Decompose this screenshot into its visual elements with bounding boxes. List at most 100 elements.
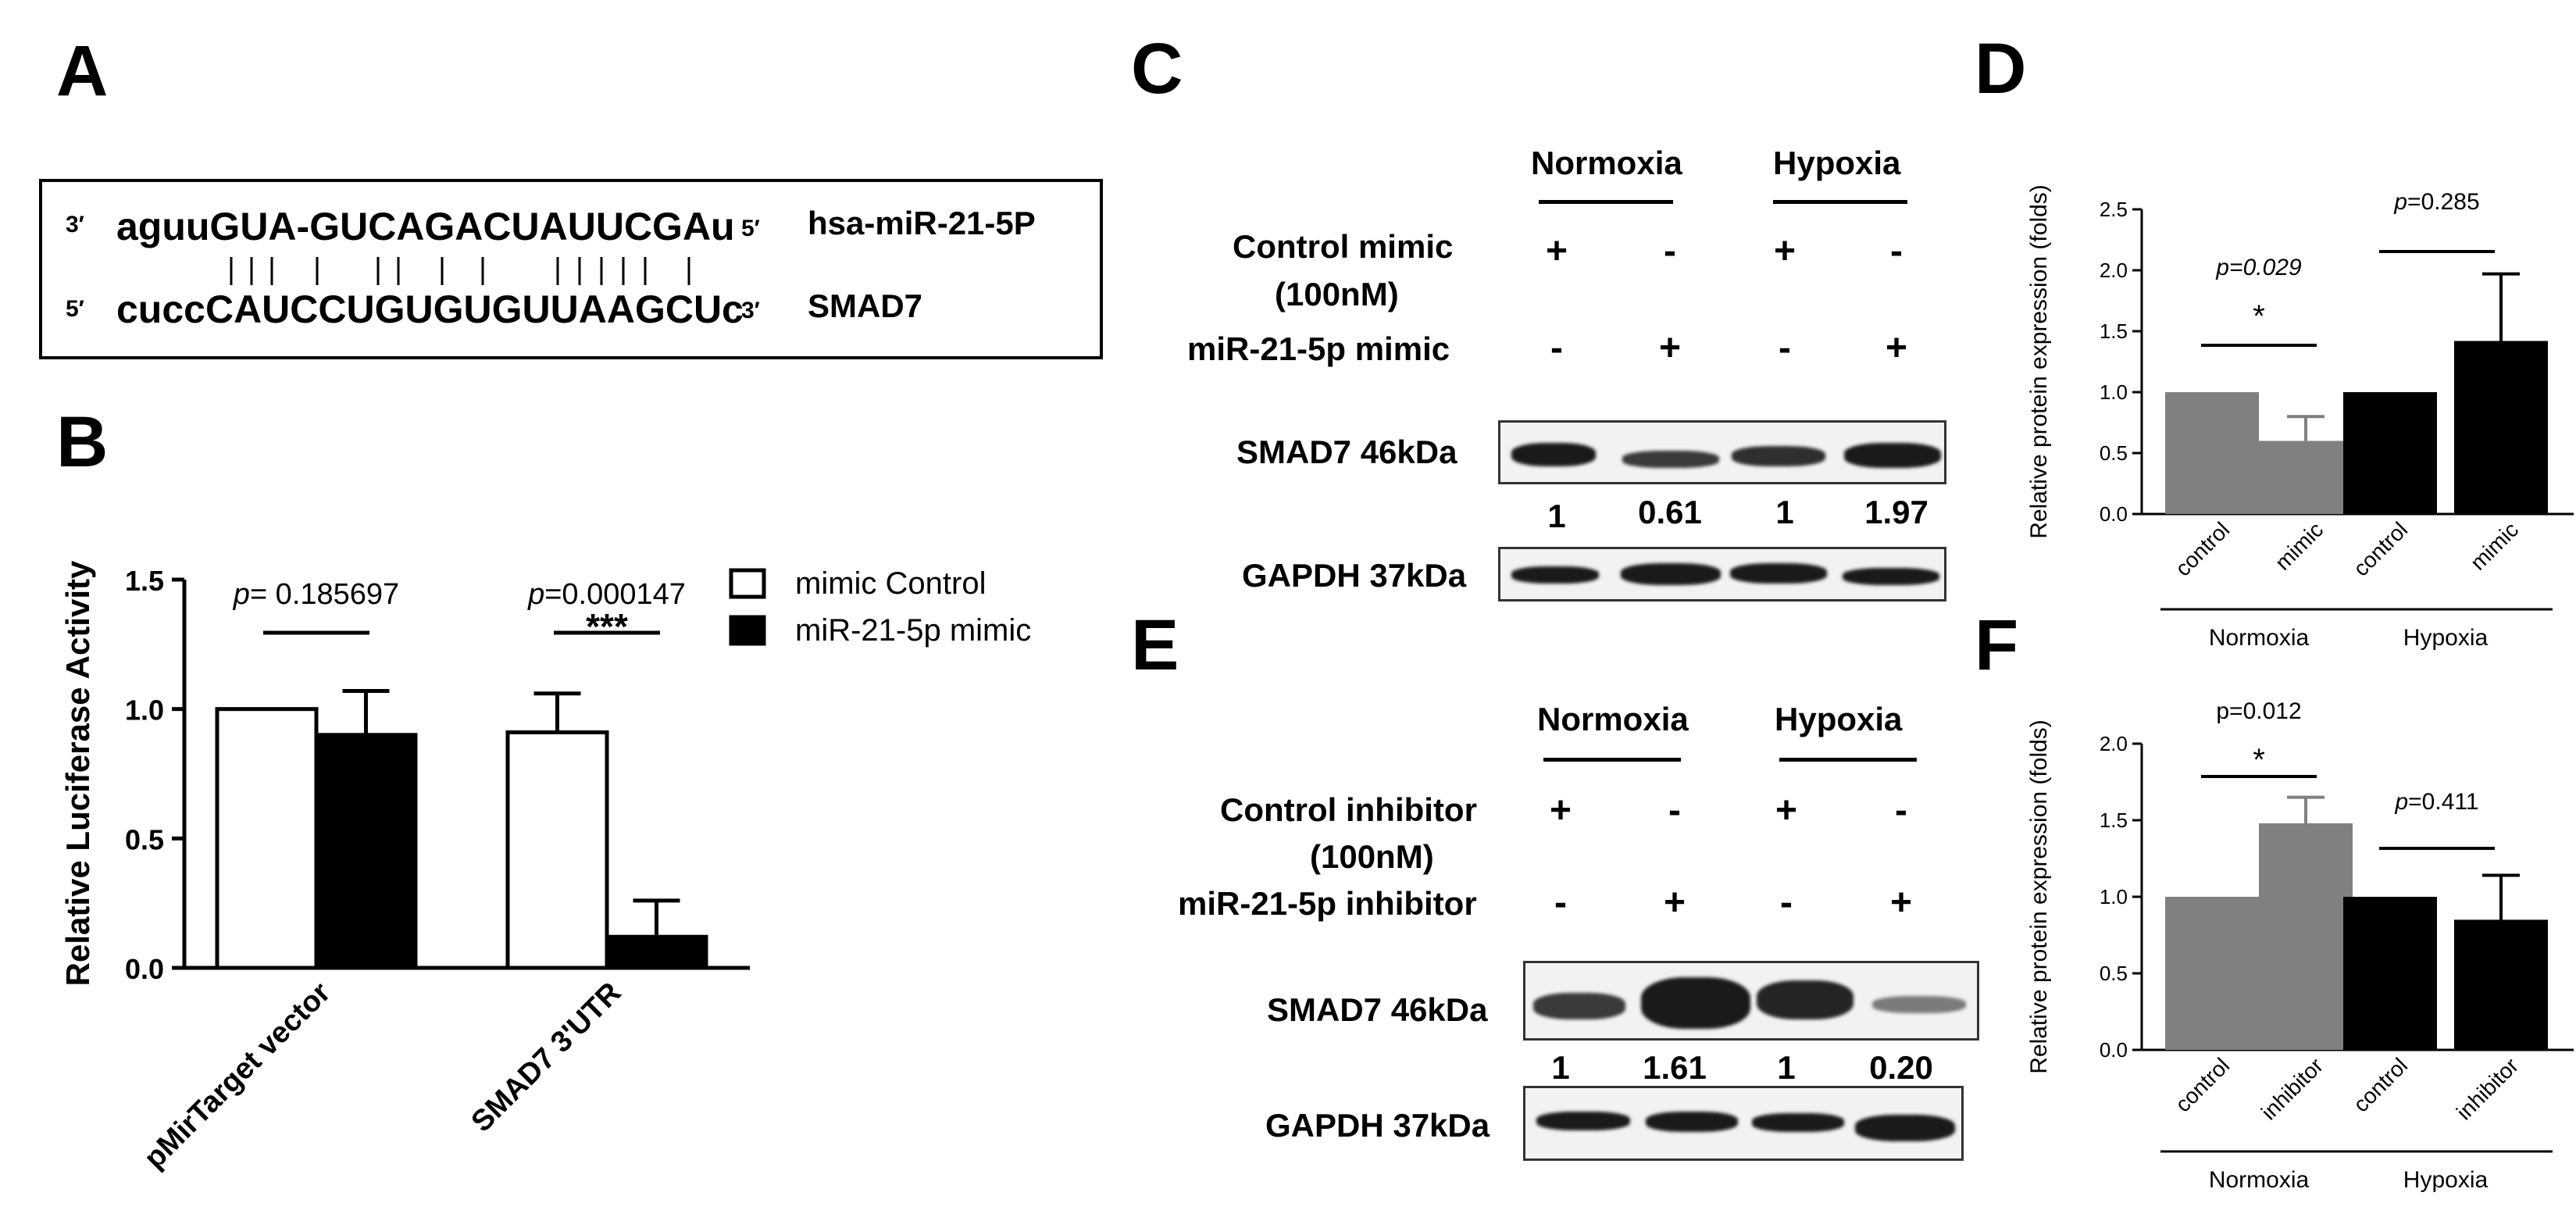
- y-tick-label: 0.0: [2100, 1038, 2128, 1062]
- bar: [314, 733, 418, 970]
- significance-stars: *: [2253, 743, 2265, 777]
- sign: -: [1895, 790, 1907, 831]
- y-tick-label: 1.0: [2100, 380, 2128, 404]
- legend-label: mimic Control: [795, 566, 986, 601]
- blot-smad7: [1498, 420, 1946, 484]
- y-tick-label: 0.5: [2100, 441, 2128, 465]
- target-sequence: cuccCAUCCUGUGUGUUAAGCUc: [116, 287, 744, 331]
- sign: +: [1658, 327, 1682, 369]
- bar: [2259, 823, 2353, 1050]
- sign: -: [1550, 327, 1563, 369]
- x-tick-label: SMAD7 3'UTR: [466, 976, 628, 1139]
- x-tick-label: control: [2171, 517, 2234, 580]
- x-tick-label: mimic: [2466, 517, 2524, 575]
- row-concentration: (100nM): [1310, 838, 1434, 875]
- y-tick-label: 1.5: [125, 565, 164, 597]
- bar: [505, 730, 609, 970]
- sign: -: [1664, 230, 1676, 272]
- panel-label-b: B: [56, 402, 109, 482]
- mirna-name: hsa-miR-21-5P: [808, 205, 1036, 241]
- group-label: Normoxia: [2209, 625, 2310, 651]
- bar: [605, 934, 708, 970]
- panel-label-e: E: [1131, 605, 1179, 685]
- prime-5-left: 5′: [66, 296, 84, 322]
- value: 1: [1777, 1049, 1796, 1086]
- sign: -: [1779, 327, 1791, 369]
- value: 1: [1551, 1049, 1570, 1086]
- sign: +: [1663, 882, 1686, 923]
- value: 1: [1547, 498, 1566, 534]
- p-value-label: p=0.411: [2394, 789, 2478, 815]
- value: 0.20: [1869, 1049, 1933, 1086]
- panel-label-a: A: [56, 31, 109, 111]
- blot-smad7-label: SMAD7 46kDa: [1267, 991, 1488, 1028]
- bar: [2165, 897, 2259, 1050]
- blot-gapdh-label: GAPDH 37kDa: [1265, 1107, 1490, 1144]
- gene-name: SMAD7: [808, 287, 923, 324]
- x-tick-label: mimic: [2271, 517, 2328, 575]
- sign: -: [1890, 230, 1903, 272]
- row-concentration: (100nM): [1275, 276, 1399, 312]
- bar: [2343, 392, 2437, 514]
- group-hypoxia: Hypoxia: [1775, 701, 1903, 737]
- y-tick-label: 1.0: [125, 694, 164, 726]
- legend-swatch: [729, 615, 766, 646]
- legend-swatch: [729, 568, 766, 599]
- blot-gapdh: [1523, 1086, 1964, 1161]
- blot-gapdh: [1498, 547, 1946, 602]
- group-normoxia: Normoxia: [1537, 701, 1689, 737]
- x-tick-label: inhibitor: [2257, 1053, 2328, 1124]
- x-tick-label: control: [2349, 1053, 2412, 1116]
- y-tick-label: 0.5: [2100, 962, 2128, 985]
- p-value-label: p=0.029: [2215, 255, 2302, 280]
- p-value-label: p= 0.185697: [233, 578, 399, 611]
- bar: [2165, 392, 2259, 514]
- panel-label-d: D: [1975, 29, 2027, 109]
- y-tick-label: 2.0: [2100, 732, 2128, 755]
- y-tick-label: 2.5: [2100, 198, 2128, 221]
- blot-smad7: [1523, 961, 1979, 1041]
- panel-e: Normoxia Hypoxia Control inhibitor (100n…: [1125, 687, 1979, 1219]
- group-normoxia: Normoxia: [1531, 145, 1682, 181]
- prime-3-right: 3′: [741, 298, 760, 323]
- sign: -: [1554, 882, 1567, 923]
- y-tick-label: 2.0: [2100, 259, 2128, 282]
- base-pair-lines: [230, 257, 690, 285]
- bar: [2343, 897, 2437, 1050]
- panel-label-f: F: [1975, 605, 2019, 685]
- y-tick-label: 1.0: [2100, 885, 2128, 909]
- group-label: Hypoxia: [2403, 625, 2489, 651]
- sign: +: [1549, 790, 1572, 831]
- y-tick-label: 0.0: [125, 953, 164, 985]
- row-control-mimic: Control mimic: [1233, 228, 1454, 265]
- p-value-label: p=0.012: [2216, 698, 2301, 724]
- y-axis-label: Relative protein expression (folds): [2026, 184, 2052, 539]
- value: 1.61: [1643, 1049, 1707, 1086]
- sign: +: [1889, 882, 1913, 923]
- sign: +: [1775, 790, 1798, 831]
- x-tick-label: pMirTarget vector: [138, 976, 337, 1176]
- y-tick-label: 0.5: [125, 823, 164, 855]
- row-mir-inhibitor: miR-21-5p inhibitor: [1178, 885, 1477, 922]
- group-label: Hypoxia: [2403, 1167, 2489, 1193]
- x-tick-label: control: [2349, 517, 2412, 580]
- blot-smad7-label: SMAD7 46kDa: [1236, 434, 1457, 470]
- prime-3-left: 3′: [66, 212, 84, 237]
- legend-label: miR-21-5p mimic: [795, 613, 1031, 648]
- panel-c: Normoxia Hypoxia Control mimic (100nM) m…: [1125, 125, 1953, 625]
- blot-gapdh-label: GAPDH 37kDa: [1242, 557, 1467, 594]
- x-tick-label: control: [2171, 1053, 2234, 1116]
- bar: [2454, 919, 2548, 1050]
- row-mir-mimic: miR-21-5p mimic: [1187, 330, 1450, 367]
- sequence-alignment-box: 3′ aguuGUA-GUCAGACUAUUCGAu 5′ hsa-miR-21…: [39, 179, 1103, 359]
- value: 1.97: [1864, 494, 1928, 530]
- y-tick-label: 1.5: [2100, 319, 2128, 343]
- p-value-label: p=0.285: [2393, 189, 2479, 215]
- x-tick-label: inhibitor: [2452, 1053, 2523, 1124]
- sign: -: [1668, 790, 1681, 831]
- significance-stars: *: [2253, 299, 2265, 334]
- y-tick-label: 1.5: [2100, 809, 2128, 832]
- bar: [215, 707, 319, 970]
